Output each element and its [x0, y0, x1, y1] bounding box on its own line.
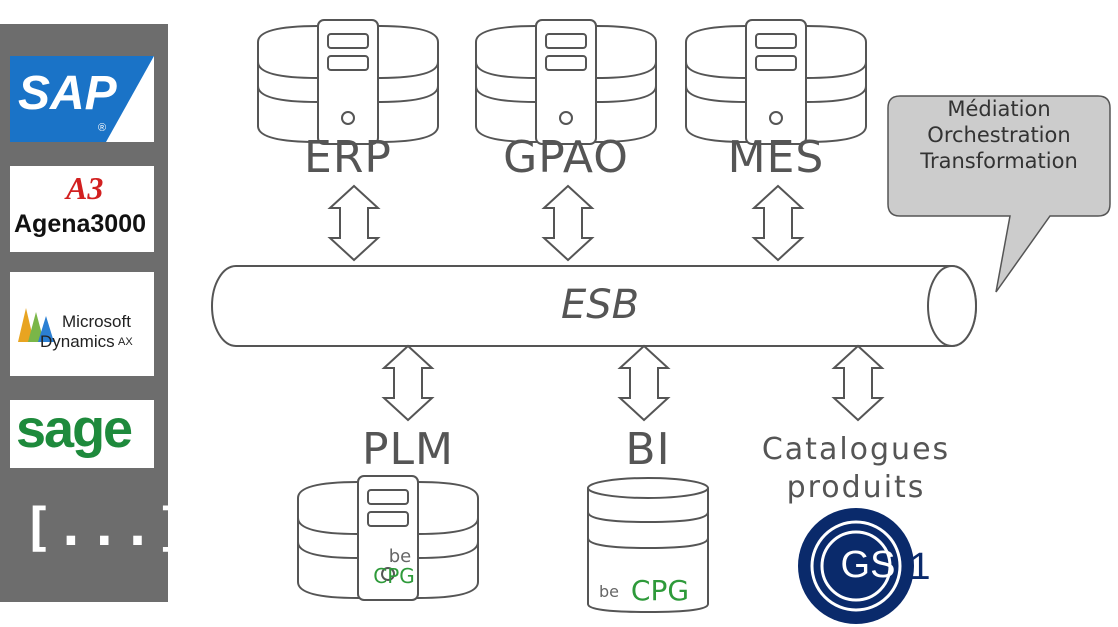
mes-server-icon	[685, 19, 867, 145]
dynamics-flag-icon	[18, 308, 54, 342]
bi-becpg-cpg: CPG	[630, 574, 690, 607]
mes-label: MES	[727, 132, 825, 183]
microsoft-text: Microsoft	[62, 312, 131, 331]
catalogues-esb-arrow	[833, 345, 883, 421]
callout-bubble	[887, 95, 1111, 293]
plm-esb-arrow	[383, 345, 433, 421]
agena3000-logo-text: Agena3000	[14, 210, 147, 238]
bi-label: BI	[625, 424, 671, 475]
erp-server-icon	[257, 19, 439, 145]
esb-pipe-end	[927, 265, 977, 347]
catalogues-label-line1: Catalogues	[761, 432, 951, 467]
agena3000-logo: A3 Agena3000	[10, 166, 154, 252]
callout-line-mediation: Médiation	[947, 97, 1051, 121]
plm-label: PLM	[361, 424, 454, 475]
microsoft-dynamics-logo: Microsoft Dynamics AX	[10, 272, 154, 376]
sap-registered-mark: ®	[98, 122, 107, 134]
sap-logo-diagonal	[106, 56, 154, 142]
more-vendors-label: [...]	[22, 498, 189, 558]
callout-line-orchestration: Orchestration	[927, 123, 1071, 147]
callout-line-transformation: Transformation	[920, 149, 1078, 173]
gpao-esb-arrow	[543, 185, 593, 261]
bi-esb-arrow	[619, 345, 669, 421]
plm-becpg-be: be	[388, 546, 412, 567]
mes-esb-arrow	[753, 185, 803, 261]
catalogues-label-line2: produits	[786, 470, 926, 505]
sage-logo: sage	[10, 400, 154, 468]
bi-becpg-be: be	[599, 582, 619, 601]
gpao-label: GPAO	[503, 132, 629, 183]
gpao-server-icon	[475, 19, 657, 145]
sap-logo-text: SAP	[18, 67, 117, 120]
agena3000-mark: A3	[66, 170, 104, 206]
esb-label: ESB	[560, 282, 640, 328]
plm-becpg-cpg: CPG	[373, 564, 415, 588]
dynamics-text: Dynamics	[40, 332, 115, 351]
gs1-logo-text: GS	[840, 544, 896, 586]
sage-logo-text: sage	[16, 400, 133, 459]
gs1-logo	[798, 508, 914, 624]
erp-label: ERP	[304, 132, 392, 183]
gs1-logo-digit: 1	[909, 546, 931, 588]
bi-database-icon	[587, 477, 709, 614]
sap-logo: SAP ®	[10, 56, 154, 142]
erp-esb-arrow	[329, 185, 379, 261]
vendor-sidebar: SAP ® A3 Agena3000 Microsoft Dynamics AX…	[0, 24, 187, 602]
dynamics-ax-text: AX	[118, 336, 133, 348]
